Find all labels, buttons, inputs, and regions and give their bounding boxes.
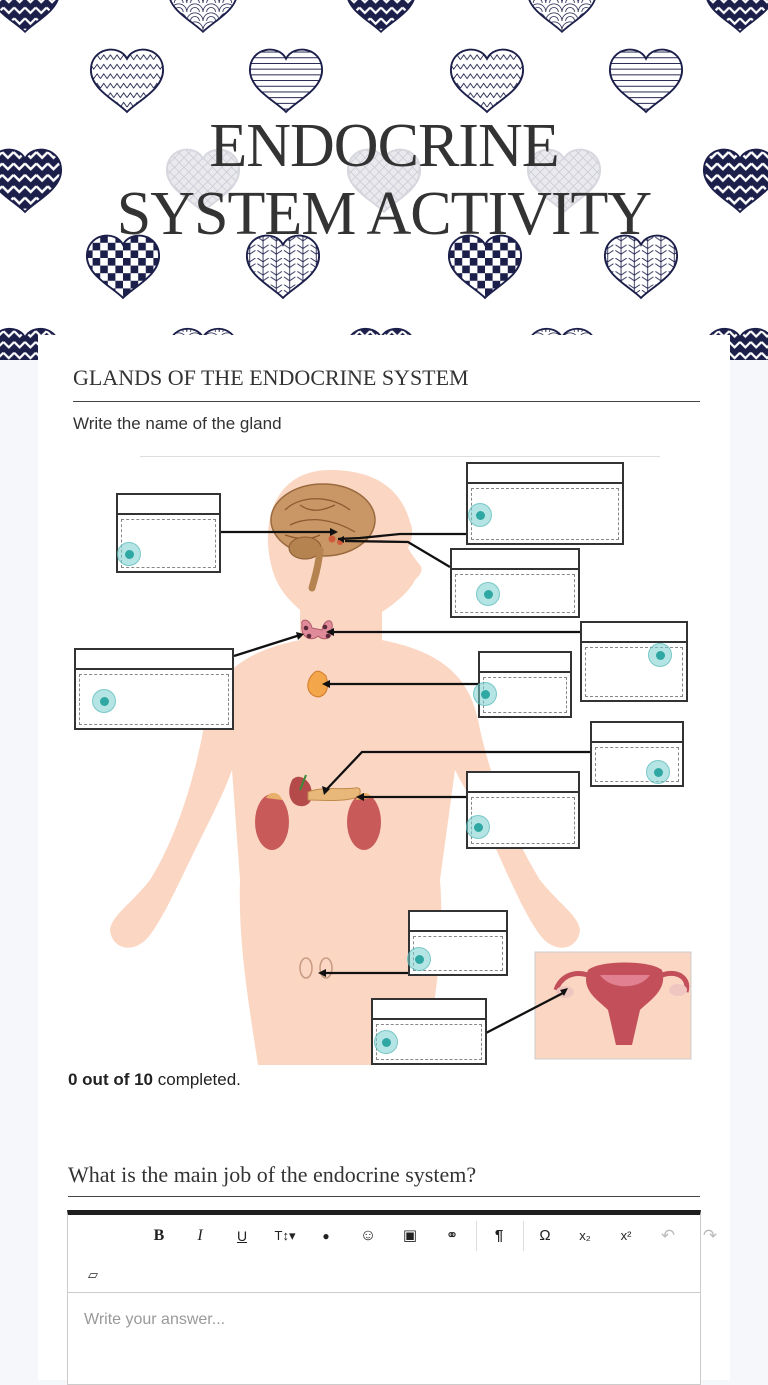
- divider: [140, 456, 660, 457]
- hotspot-marker[interactable]: [407, 947, 431, 971]
- gland-drop-box-5[interactable]: [580, 621, 688, 702]
- emoji-icon[interactable]: ☺: [359, 1227, 377, 1244]
- link-icon[interactable]: ⚭: [445, 1227, 459, 1244]
- gland-drop-box-6[interactable]: [478, 651, 572, 718]
- italic-button[interactable]: I: [197, 1227, 203, 1244]
- section-title: GLANDS OF THE ENDOCRINE SYSTEM: [73, 365, 700, 402]
- gland-drop-box-9[interactable]: [408, 910, 508, 976]
- paragraph-direction-icon[interactable]: ¶: [494, 1227, 504, 1244]
- hotspot-marker[interactable]: [468, 503, 492, 527]
- toolbar-divider: [476, 1221, 477, 1251]
- subscript-button[interactable]: x₂: [579, 1228, 591, 1243]
- hotspot-marker[interactable]: [476, 582, 500, 606]
- gland-drop-box-7[interactable]: [590, 721, 684, 787]
- gland-drop-box-4[interactable]: [74, 648, 234, 730]
- hotspot-marker[interactable]: [374, 1030, 398, 1054]
- completion-suffix: completed.: [153, 1070, 241, 1089]
- hotspot-marker[interactable]: [648, 643, 672, 667]
- title-line-2: SYSTEM ACTIVITY: [116, 180, 652, 248]
- instructions-text: Write the name of the gland: [73, 414, 282, 433]
- toolbar-divider: [523, 1221, 524, 1251]
- title-line-1: ENDOCRINE: [209, 112, 559, 180]
- worksheet-title: ENDOCRINE SYSTEM ACTIVITY: [0, 112, 768, 248]
- editor-toolbar: B I U T↕▾ ● ☺ ▣ ⚭ ¶ Ω x₂ x² ↶ ↷ ▱: [68, 1215, 717, 1293]
- text-color-icon[interactable]: ●: [322, 1229, 330, 1243]
- hotspot-marker[interactable]: [473, 682, 497, 706]
- underline-button[interactable]: U: [236, 1228, 248, 1244]
- question-title: What is the main job of the endocrine sy…: [68, 1162, 700, 1197]
- bold-button[interactable]: B: [153, 1227, 165, 1244]
- completion-count: 0 out of 10: [68, 1070, 154, 1089]
- redo-icon[interactable]: ↷: [702, 1226, 718, 1245]
- clear-formatting-icon[interactable]: ▱: [88, 1267, 98, 1282]
- gland-drop-box-2[interactable]: [466, 462, 624, 545]
- completion-status: 0 out of 10 completed.: [68, 1070, 241, 1090]
- header-banner: ENDOCRINE SYSTEM ACTIVITY: [0, 0, 768, 360]
- answer-editor: B I U T↕▾ ● ☺ ▣ ⚭ ¶ Ω x₂ x² ↶ ↷ ▱: [67, 1210, 717, 1385]
- special-character-icon[interactable]: Ω: [539, 1227, 551, 1244]
- hotspot-marker[interactable]: [466, 815, 490, 839]
- hotspot-marker[interactable]: [646, 760, 670, 784]
- hotspot-marker[interactable]: [92, 689, 116, 713]
- answer-input[interactable]: [68, 1293, 700, 1384]
- text-size-dropdown[interactable]: T↕▾: [274, 1228, 296, 1243]
- image-icon[interactable]: ▣: [402, 1227, 418, 1244]
- superscript-button[interactable]: x²: [620, 1228, 632, 1243]
- undo-icon[interactable]: ↶: [660, 1226, 676, 1245]
- hotspot-marker[interactable]: [117, 542, 141, 566]
- gland-drop-box-3[interactable]: [450, 548, 580, 618]
